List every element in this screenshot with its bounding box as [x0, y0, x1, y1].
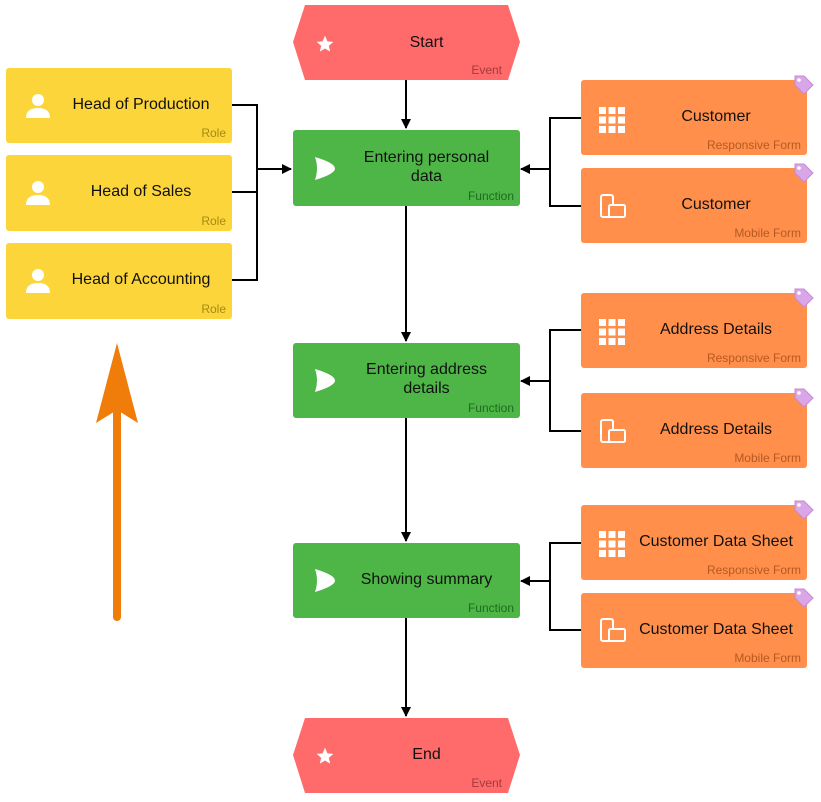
role-head-of-accounting[interactable]: Head of Accounting Role — [6, 243, 232, 319]
form-title: Address Details — [659, 321, 773, 338]
event-type: Event — [471, 776, 502, 790]
mobile-device-icon — [600, 194, 626, 218]
function-type: Function — [467, 189, 514, 203]
form-type: Mobile Form — [734, 451, 801, 465]
form-title: Address Details — [659, 421, 773, 438]
tag-icon — [794, 75, 814, 95]
form-customer-data-sheet-responsive[interactable]: Customer Data Sheet Responsive Form — [581, 500, 814, 580]
form-type: Mobile Form — [734, 651, 801, 665]
role-title: Head of Accounting — [71, 271, 211, 288]
form-link-address-mobile — [549, 381, 581, 432]
form-type: Responsive Form — [706, 351, 801, 365]
role-type: Role — [201, 214, 226, 228]
form-type: Responsive Form — [706, 138, 801, 152]
function-entering-personal-data[interactable]: Entering personal data Function — [293, 130, 520, 206]
form-customer-data-sheet-mobile[interactable]: Customer Data Sheet Mobile Form — [581, 588, 814, 668]
grid-icon — [599, 107, 625, 133]
form-type: Responsive Form — [706, 563, 801, 577]
form-address-details-responsive[interactable]: Address Details Responsive Form — [581, 288, 814, 368]
play-icon — [315, 569, 335, 592]
event-shape — [293, 5, 520, 80]
form-title: Customer — [681, 196, 751, 213]
event-type: Event — [471, 63, 502, 77]
play-icon — [315, 157, 335, 180]
start-event[interactable]: Start Event — [293, 5, 520, 80]
person-icon — [26, 181, 50, 205]
role-title: Head of Sales — [90, 183, 192, 200]
person-icon — [26, 94, 50, 118]
role-head-of-sales[interactable]: Head of Sales Role — [6, 155, 232, 231]
form-title: Customer Data Sheet — [639, 533, 793, 550]
tag-icon — [794, 163, 814, 183]
person-icon — [26, 269, 50, 293]
function-title: Showing summary — [360, 571, 493, 588]
function-title: Entering address details — [366, 361, 487, 397]
role-title: Head of Production — [72, 96, 210, 113]
tag-icon — [794, 588, 814, 608]
grid-icon — [599, 531, 625, 557]
function-type: Function — [467, 601, 514, 615]
function-entering-address-details[interactable]: Entering address details Function — [293, 343, 520, 418]
form-title: Customer — [681, 108, 751, 125]
form-link-customer-responsive — [549, 117, 581, 169]
star-icon — [316, 747, 334, 764]
form-customer-mobile[interactable]: Customer Mobile Form — [581, 163, 814, 243]
mobile-device-icon — [600, 419, 626, 443]
form-link-sheet-responsive — [549, 542, 581, 581]
form-address-details-mobile[interactable]: Address Details Mobile Form — [581, 388, 814, 468]
event-title: Start — [409, 34, 444, 51]
event-title: End — [412, 746, 441, 763]
play-icon — [315, 369, 335, 392]
role-link-accounting — [232, 169, 258, 281]
mobile-device-icon — [600, 618, 626, 642]
role-type: Role — [201, 302, 226, 316]
tag-icon — [794, 288, 814, 308]
tag-icon — [794, 388, 814, 408]
role-head-of-production[interactable]: Head of Production Role — [6, 68, 232, 143]
form-link-customer-mobile — [549, 169, 581, 207]
tag-icon — [794, 500, 814, 520]
end-event[interactable]: End Event — [293, 718, 520, 793]
form-title: Customer Data Sheet — [639, 621, 793, 638]
form-link-address-responsive — [549, 329, 581, 381]
form-link-sheet-mobile — [549, 581, 581, 631]
star-icon — [316, 35, 334, 52]
function-title: Entering personal data — [363, 149, 490, 185]
role-type: Role — [201, 126, 226, 140]
form-customer-responsive[interactable]: Customer Responsive Form — [581, 75, 814, 155]
form-type: Mobile Form — [734, 226, 801, 240]
role-link-production — [232, 104, 258, 169]
event-shape — [293, 718, 520, 793]
orange-up-arrow — [96, 343, 138, 621]
function-showing-summary[interactable]: Showing summary Function — [293, 543, 520, 618]
function-type: Function — [467, 401, 514, 415]
grid-icon — [599, 319, 625, 345]
